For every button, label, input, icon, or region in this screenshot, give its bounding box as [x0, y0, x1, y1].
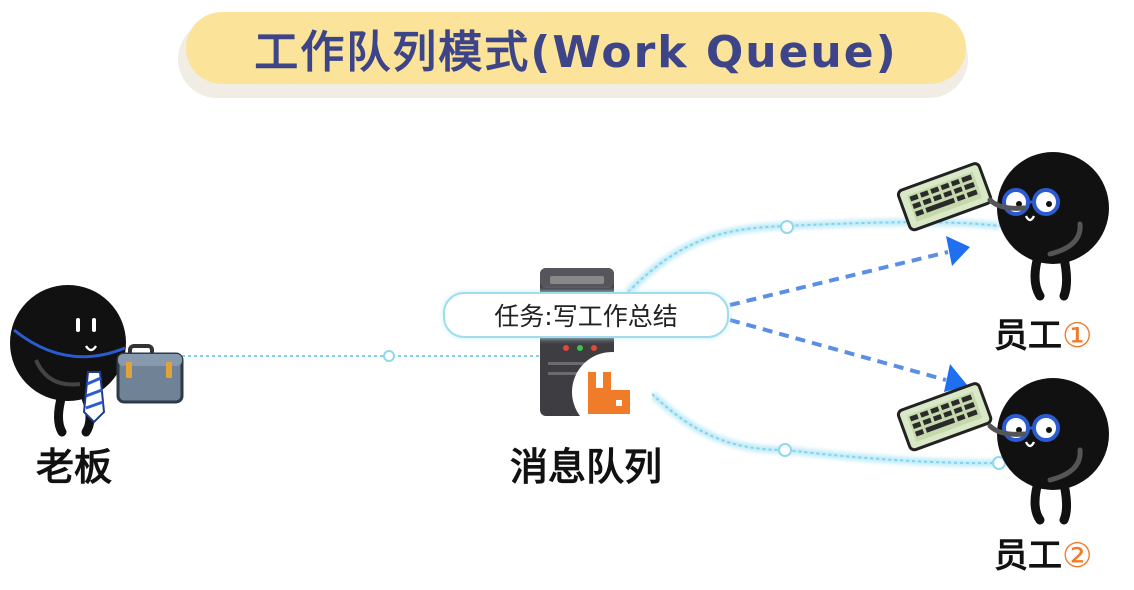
arrow-to-worker2 — [729, 318, 968, 392]
worker2-number: ② — [1062, 536, 1093, 576]
boss-to-queue-line — [182, 350, 540, 362]
keyboard-icon — [896, 162, 993, 232]
task-label: 任务:写工作总结 — [494, 302, 678, 331]
queue-to-worker1-line — [625, 218, 1001, 295]
boss-face — [76, 318, 98, 352]
connection-lines — [182, 218, 1006, 470]
briefcase-icon — [116, 344, 184, 404]
worker1-number: ① — [1062, 316, 1093, 356]
arrow-to-worker1 — [729, 236, 970, 307]
queue-label: 消息队列 — [510, 445, 663, 489]
dispatch-arrows — [729, 236, 970, 392]
task-message-bubble: 任务:写工作总结 — [443, 292, 729, 338]
worker1-name: 员工 — [994, 316, 1062, 356]
worker2-character — [896, 378, 1109, 525]
rabbitmq-logo-icon — [588, 372, 630, 414]
keyboard-icon — [896, 382, 993, 452]
tie-icon — [82, 371, 106, 424]
page-title: 工作队列模式(Work Queue) — [254, 27, 898, 78]
title-banner: 工作队列模式(Work Queue) — [186, 12, 966, 84]
boss-label: 老板 — [36, 445, 113, 489]
worker2-label: 员工② — [994, 528, 1092, 577]
worker2-name: 员工 — [994, 536, 1062, 576]
boss-character — [10, 285, 184, 437]
queue-to-worker2-line — [649, 391, 1006, 470]
worker1-character — [896, 152, 1109, 301]
worker1-label: 员工① — [994, 308, 1092, 357]
